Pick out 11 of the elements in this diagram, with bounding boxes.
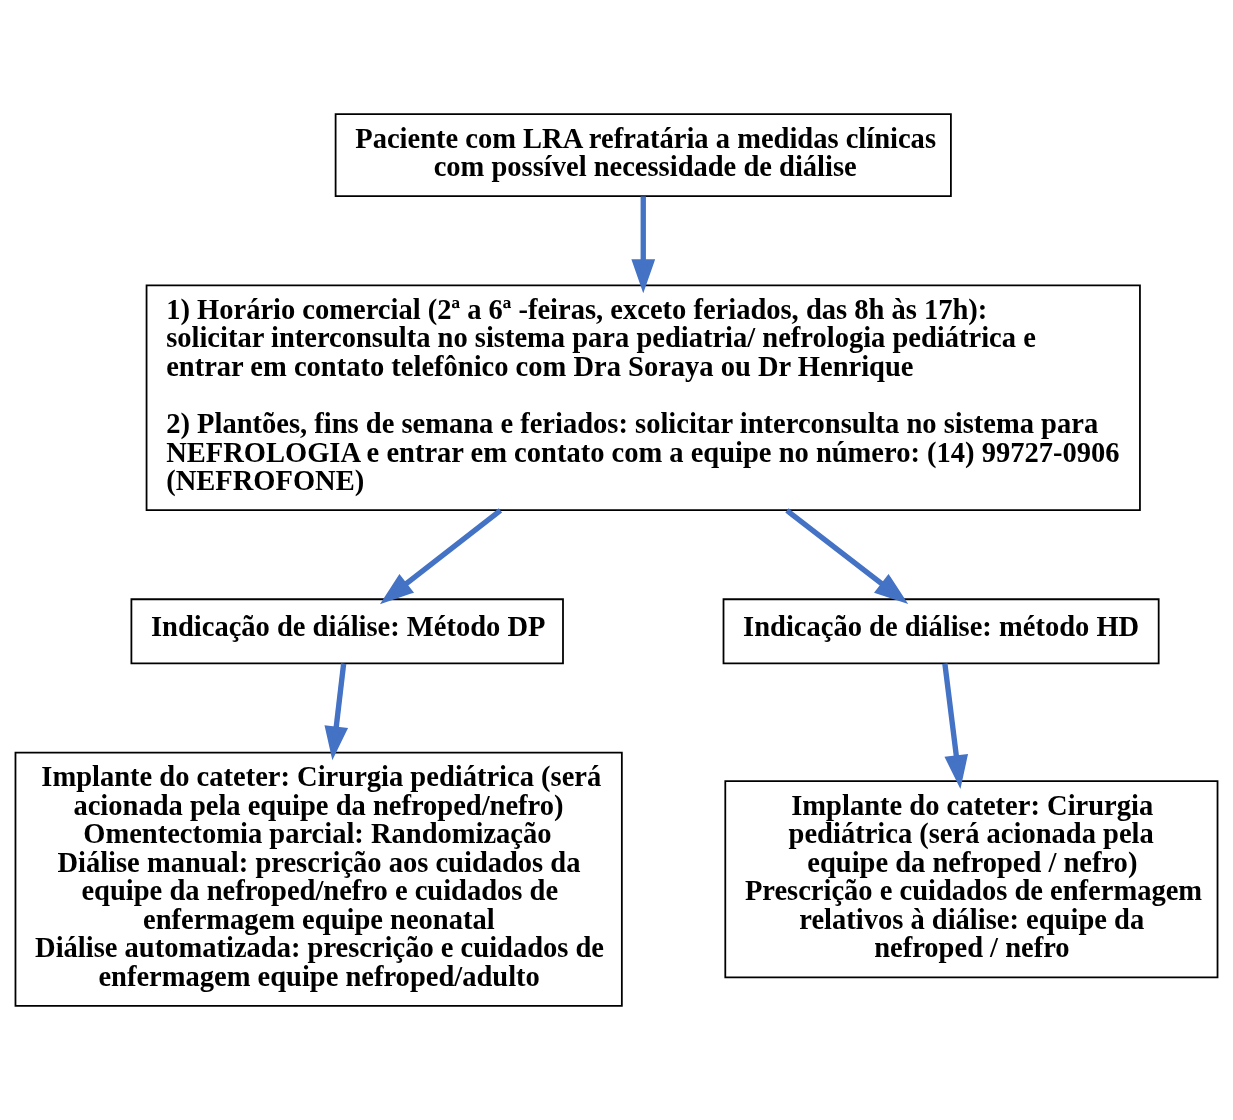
node-box: 1) Horário comercial (2ª a 6ª -feiras, exceto feriados, das 8h às 17h): solicitar interconsulta no sistema para pediatria/ nefrologia pediátrica e entrar em contato telefônico com Dra Soraya ou Dr Henrique 2) Plantões, fins de semana e feriados: solicitar interconsulta no sistema para NEFROLOGIA e entrar em contato com a equipe no número: (14) 99727-0906 (NEFROFONE) <box>145 284 1141 511</box>
node-box: Implante do cateter: Cirurgia pediátrica (será acionada pela equipe da nefroped / nefro) Prescrição e cuidados de enfermagem relativos à diálise: equipe da nefroped / nefro <box>724 780 1219 979</box>
arrow <box>942 663 969 790</box>
arrow <box>324 663 349 761</box>
arrow <box>379 508 503 605</box>
node-box: Indicação de diálise: Método DP <box>130 598 564 665</box>
arrow <box>631 196 656 294</box>
node-box: Implante do cateter: Cirurgia pediátrica (será acionada pela equipe da nefroped/nefro) Omentectomia parcial: Randomização Diálise manual: prescrição aos cuidados da equipe da nefroped/nefro e cuidados de enfermagem equipe neonatal Diálise automatizada: prescrição e cuidados de enfermagem equipe nefroped/adulto <box>14 751 623 1007</box>
node-box: Indicação de diálise: método HD <box>722 598 1160 665</box>
arrow <box>785 508 909 605</box>
node-box: Paciente com LRA refratária a medidas clínicas com possível necessidade de diálise <box>334 113 952 198</box>
